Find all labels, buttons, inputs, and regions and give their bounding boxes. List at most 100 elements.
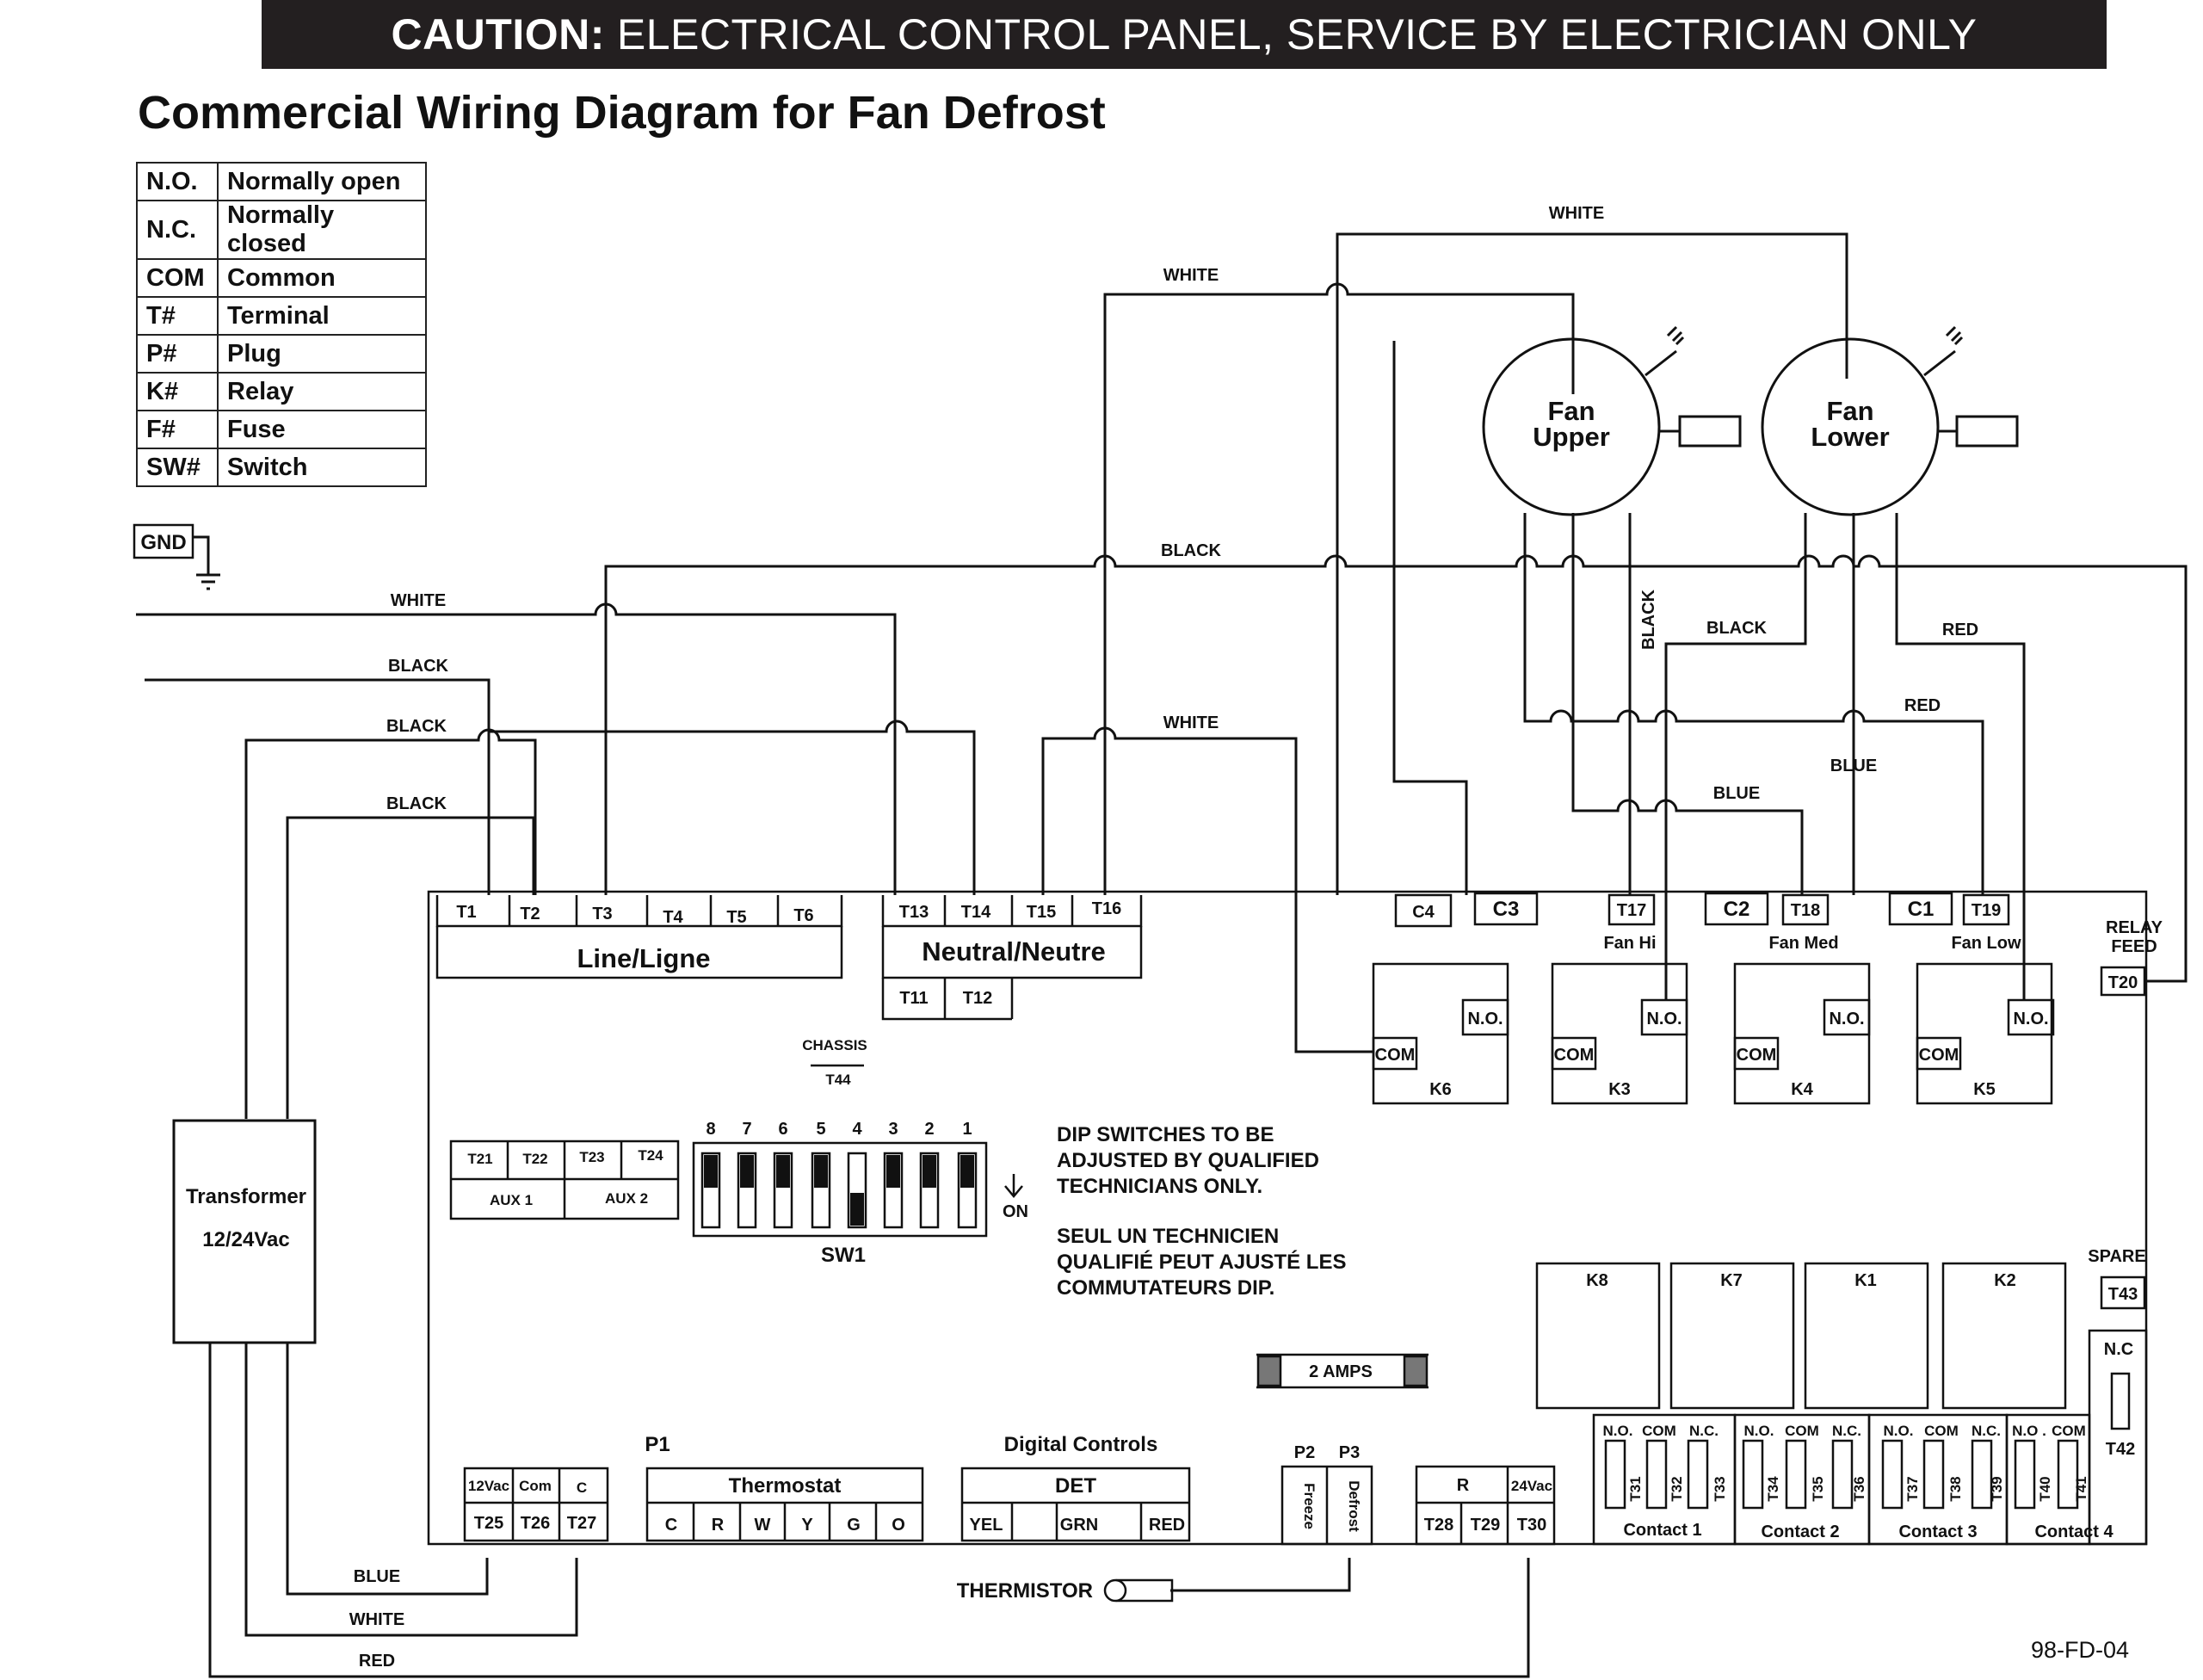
contact-terminal: T36 — [1851, 1476, 1867, 1501]
contact-head: N.C. — [1972, 1423, 2001, 1439]
dip-switch-lever[interactable] — [704, 1155, 718, 1188]
terminal-label: T21 — [467, 1151, 492, 1167]
relay-feed-label: RELAY — [2106, 918, 2163, 937]
transformer-label: Transformer — [186, 1185, 306, 1208]
wire-label-white: WHITE — [1163, 713, 1219, 732]
defrost-label: Defrost — [1346, 1480, 1362, 1532]
wire-lines — [133, 232, 2188, 1678]
legend-abbr: COM — [136, 258, 219, 298]
gnd-label: GND — [140, 531, 186, 554]
dip-number: 7 — [742, 1120, 751, 1139]
contact-head: N.C. — [1689, 1423, 1719, 1439]
document-id: 98-FD-04 — [2031, 1637, 2130, 1663]
legend-row: N.C.Normally closed — [136, 200, 427, 260]
dip-number: 5 — [816, 1120, 825, 1139]
dip-switch-lever[interactable] — [923, 1155, 936, 1188]
contact-name: Contact 3 — [1898, 1522, 1977, 1541]
relay-feed-label: FEED — [2111, 937, 2157, 956]
wire-label-white: WHITE — [1163, 266, 1219, 285]
legend-meaning: Relay — [217, 372, 427, 411]
dip-switch-lever[interactable] — [960, 1155, 974, 1188]
fan-upper-label: Upper — [1533, 422, 1610, 452]
contact-terminal: T40 — [2037, 1476, 2053, 1501]
dip-switch-lever[interactable] — [886, 1155, 900, 1188]
contact-head: N.C. — [1832, 1423, 1861, 1439]
terminal-label: T30 — [1517, 1516, 1546, 1535]
dip-switch-lever[interactable] — [740, 1155, 754, 1188]
contact-head: COM — [2052, 1423, 2086, 1439]
fan-upper-label: Fan — [1547, 396, 1595, 426]
chassis-terminal: T44 — [825, 1072, 851, 1088]
p1-label: P1 — [645, 1433, 670, 1456]
power-head: 12Vac — [468, 1478, 509, 1494]
fan-speed-label: Fan Med — [1768, 934, 1838, 953]
terminal-label: T23 — [579, 1149, 604, 1165]
contact-terminal: T37 — [1904, 1476, 1921, 1501]
dip-note-line-fr: COMMUTATEURS DIP. — [1057, 1276, 1274, 1300]
terminal-label: T22 — [522, 1151, 547, 1167]
legend-row: K#Relay — [136, 372, 427, 411]
legend-meaning: Fuse — [217, 410, 427, 449]
thermostat-terminal: O — [892, 1516, 905, 1535]
dip-note-line-fr: QUALIFIÉ PEUT AJUSTÉ LES — [1057, 1250, 1346, 1274]
relay-com-label: COM — [1554, 1046, 1595, 1065]
terminal-label: C4 — [1412, 903, 1435, 922]
wire-label-black: BLACK — [1706, 619, 1768, 638]
contact-head: N.O. — [1884, 1423, 1914, 1439]
dip-switch-lever[interactable] — [814, 1155, 828, 1188]
wire-label-blue: BLUE — [354, 1567, 400, 1586]
dip-note-line: TECHNICIANS ONLY. — [1057, 1175, 1262, 1198]
contact-name: Contact 1 — [1623, 1521, 1701, 1540]
legend-row: SW#Switch — [136, 448, 427, 487]
dip-switch-lever[interactable] — [850, 1193, 864, 1226]
det-terminal: GRN — [1060, 1516, 1098, 1535]
terminal-label: C2 — [1724, 898, 1750, 921]
dip-number: 4 — [852, 1120, 862, 1139]
dip-note-line-fr: SEUL UN TECHNICIEN — [1057, 1225, 1279, 1248]
terminal-label: T5 — [726, 908, 746, 927]
dip-note-line: DIP SWITCHES TO BE — [1057, 1123, 1274, 1146]
caution-word: CAUTION: — [391, 10, 605, 59]
dip-label: SW1 — [821, 1244, 866, 1267]
terminal-label: T25 — [474, 1514, 503, 1533]
contact-terminal: T41 — [2073, 1476, 2089, 1501]
terminal-label: T42 — [2106, 1440, 2135, 1459]
legend-row: T#Terminal — [136, 296, 427, 336]
terminal-label: C3 — [1493, 898, 1520, 921]
dip-number: 2 — [924, 1120, 934, 1139]
power-head: Com — [519, 1478, 552, 1494]
aux-label: AUX 1 — [490, 1192, 533, 1208]
contact-terminal: T35 — [1810, 1476, 1826, 1501]
wire-label-blue: BLUE — [1713, 784, 1760, 803]
terminal-label: T20 — [2108, 973, 2138, 992]
terminal-label: T19 — [1972, 901, 2001, 920]
fan-lower-label: Fan — [1826, 396, 1873, 426]
legend-meaning: Terminal — [217, 296, 427, 336]
caution-text: ELECTRICAL CONTROL PANEL, SERVICE BY ELE… — [616, 10, 1978, 59]
legend-abbr: SW# — [136, 448, 219, 487]
dip-switch-lever[interactable] — [776, 1155, 790, 1188]
nc-label: N.C — [2104, 1340, 2133, 1359]
relay-com-label: COM — [1375, 1046, 1416, 1065]
wire-label-white: WHITE — [391, 591, 446, 610]
contact-head: COM — [1924, 1423, 1959, 1439]
thermostat-terminal: R — [712, 1516, 725, 1535]
fan-upper — [1482, 325, 1742, 516]
contact-terminal: T34 — [1765, 1476, 1781, 1502]
terminal-label: T1 — [456, 903, 476, 922]
terminal-label: T26 — [521, 1514, 550, 1533]
terminal-label: T29 — [1471, 1516, 1500, 1535]
arrow-down-icon — [1004, 1174, 1023, 1198]
contact-head: COM — [1642, 1423, 1676, 1439]
terminal-label: T4 — [663, 908, 683, 927]
terminal-label: T17 — [1617, 901, 1646, 920]
legend-meaning: Normally closed — [217, 200, 427, 260]
fan-speed-label: Fan Low — [1951, 934, 2021, 953]
relay-name: K5 — [1973, 1080, 1996, 1099]
terminal-label: T24 — [638, 1147, 663, 1164]
plug-label: P2 — [1294, 1443, 1315, 1462]
aux-label: AUX 2 — [605, 1190, 648, 1207]
wire-label-black: BLACK — [1161, 541, 1222, 560]
dip-number: 3 — [888, 1120, 898, 1139]
